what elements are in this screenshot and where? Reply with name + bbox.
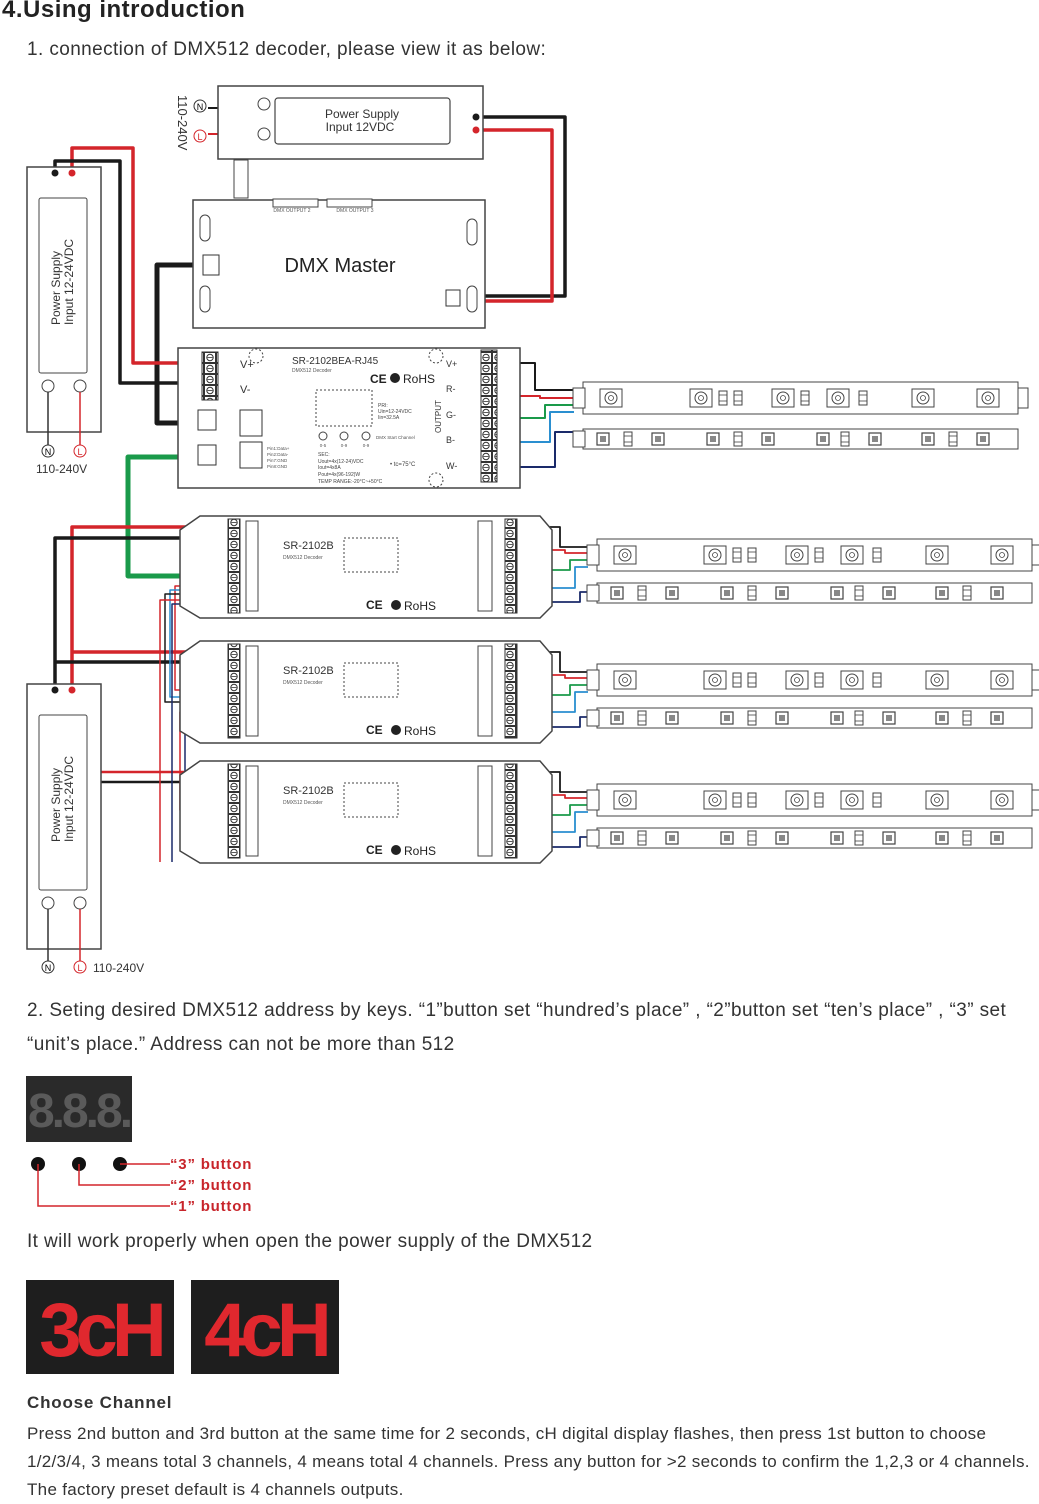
decoder-2: SR-2102B DMX512 Decoder CE RoHS	[179, 640, 553, 744]
led-strip-4	[587, 784, 1039, 848]
svg-text:N: N	[45, 447, 52, 457]
svg-text:Input 12VDC: Input 12VDC	[326, 120, 395, 134]
svg-text:DMX512 Decoder: DMX512 Decoder	[292, 368, 332, 374]
svg-text:Input 12-24VDC: Input 12-24VDC	[62, 239, 76, 325]
svg-text:DMX Start Channel: DMX Start Channel	[376, 435, 415, 440]
svg-text:DMX512 Decoder: DMX512 Decoder	[283, 800, 323, 806]
svg-text:Input 12-24VDC: Input 12-24VDC	[62, 756, 76, 842]
svg-text:CE: CE	[370, 372, 387, 386]
svg-text:DMX OUTPUT 2: DMX OUTPUT 2	[273, 208, 310, 214]
wiring-diagram: Power Supply Input 12VDC N L 110-240V DM…	[26, 85, 1039, 975]
svg-text:OUTPUT: OUTPUT	[434, 400, 443, 433]
svg-text:Power Supply: Power Supply	[49, 251, 63, 325]
svg-text:Pin2:Data-: Pin2:Data-	[267, 452, 289, 457]
button2-label: “2” button	[170, 1177, 252, 1194]
works-text: It will work properly when open the powe…	[27, 1231, 593, 1252]
choose-channel-text: Press 2nd button and 3rd button at the s…	[27, 1424, 1030, 1499]
led-strip-2	[587, 539, 1039, 603]
wire-black	[53, 536, 232, 690]
svg-text:V-: V-	[240, 384, 251, 396]
svg-text:Uout=4x(12-24)VDC: Uout=4x(12-24)VDC	[318, 459, 364, 465]
svg-text:N: N	[197, 102, 204, 112]
svg-text:L: L	[197, 132, 202, 142]
wire-red	[70, 146, 210, 365]
svg-text:Power Supply: Power Supply	[325, 107, 399, 121]
button3-label: “3” button	[170, 1156, 252, 1173]
svg-text:RoHS: RoHS	[404, 599, 436, 613]
svg-text:RoHS: RoHS	[403, 372, 435, 386]
svg-text:• tc=75°C: • tc=75°C	[390, 462, 416, 468]
address-keys-diagram: 8.8.8. “3” button “2” button “1” button	[26, 1076, 252, 1215]
wire-black	[468, 115, 567, 298]
svg-text:DMX512 Decoder: DMX512 Decoder	[283, 680, 323, 686]
power-supply-top: Power Supply Input 12VDC N L 110-240V	[175, 85, 484, 199]
decoder-3: SR-2102B DMX512 Decoder CE RoHS	[179, 760, 553, 864]
svg-text:SR-2102B: SR-2102B	[283, 665, 334, 677]
choose-channel-title: Choose Channel	[27, 1393, 173, 1412]
display-3ch-text: 3cH	[39, 1288, 162, 1373]
main-decoder: V+ V- SR-2102BEA-RJ45 DMX512 Decoder CE …	[177, 347, 521, 489]
wire-red	[468, 128, 554, 303]
display-3ch	[26, 1280, 174, 1374]
page-title: 4.Using introduction	[2, 0, 246, 23]
svg-text:0-9: 0-9	[341, 443, 348, 448]
led-strip-3	[587, 664, 1039, 728]
decoder-1: SR-2102B DMX512 Decoder CE RoHS	[179, 515, 553, 619]
svg-text:Uin=12-24VDC: Uin=12-24VDC	[378, 409, 412, 415]
svg-text:Pin7:GND: Pin7:GND	[267, 458, 288, 463]
svg-text:DMX512 Decoder: DMX512 Decoder	[283, 555, 323, 561]
svg-text:Pin1:Data+: Pin1:Data+	[267, 446, 290, 451]
svg-text:Iout=4x8A: Iout=4x8A	[318, 465, 341, 471]
svg-text:N: N	[45, 963, 52, 973]
svg-text:Iin=32.5A: Iin=32.5A	[378, 415, 400, 421]
svg-text:CE: CE	[366, 723, 383, 737]
power-supply-left-top: Power Supply Input 12-24VDC N L 110-240V	[26, 166, 102, 476]
svg-text:V+: V+	[240, 359, 254, 371]
led-strip-1	[573, 382, 1028, 449]
svg-text:RoHS: RoHS	[404, 844, 436, 858]
svg-text:SR-2102B: SR-2102B	[283, 785, 334, 797]
svg-text:L: L	[77, 963, 82, 973]
svg-text:DMX Master: DMX Master	[284, 255, 395, 277]
svg-text:Power Supply: Power Supply	[49, 768, 63, 842]
svg-text:L: L	[77, 447, 82, 457]
step1-text: 1. connection of DMX512 decoder, please …	[27, 39, 547, 60]
svg-text:TEMP RANGE:-20°C~+50°C: TEMP RANGE:-20°C~+50°C	[318, 479, 383, 485]
channel-displays: 3cH 4cH	[26, 1280, 339, 1374]
svg-text:V+: V+	[446, 359, 457, 369]
dmx-master: DMX OUTPUT 2 DMX OUTPUT 3 DMX Master	[192, 198, 486, 329]
svg-text:SEC:: SEC:	[318, 452, 330, 458]
svg-text:110-240V: 110-240V	[93, 961, 144, 975]
svg-text:SR-2102BEA-RJ45: SR-2102BEA-RJ45	[292, 356, 379, 367]
svg-text:B-: B-	[446, 435, 455, 445]
wire-red	[70, 525, 232, 690]
power-supply-left-bottom: Power Supply Input 12-24VDC N L 110-240V	[26, 683, 144, 975]
button1-label: “1” button	[170, 1198, 252, 1215]
step2-text: 2. Seting desired DMX512 address by keys…	[27, 1000, 1007, 1055]
svg-text:110-240V: 110-240V	[175, 95, 190, 151]
svg-text:0-5: 0-5	[320, 443, 327, 448]
svg-text:Pin8:GND: Pin8:GND	[267, 464, 288, 469]
display-4ch	[191, 1280, 339, 1374]
svg-text:RoHS: RoHS	[404, 724, 436, 738]
svg-text:Pout=4x(96-192)W: Pout=4x(96-192)W	[318, 472, 360, 478]
svg-text:PRI:: PRI:	[378, 403, 388, 409]
svg-text:SR-2102B: SR-2102B	[283, 540, 334, 552]
svg-text:DMX OUTPUT 3: DMX OUTPUT 3	[336, 208, 373, 214]
svg-text:0-9: 0-9	[363, 443, 370, 448]
svg-text:8.8.8.: 8.8.8.	[28, 1085, 131, 1138]
svg-text:110-240V: 110-240V	[36, 462, 87, 476]
svg-text:W-: W-	[446, 461, 457, 471]
wire-black	[53, 159, 210, 385]
svg-text:G-: G-	[446, 410, 456, 420]
svg-text:R-: R-	[446, 384, 456, 394]
svg-text:CE: CE	[366, 843, 383, 857]
seven-segment-display	[26, 1076, 132, 1142]
svg-text:CE: CE	[366, 598, 383, 612]
display-4ch-text: 4cH	[204, 1288, 327, 1373]
